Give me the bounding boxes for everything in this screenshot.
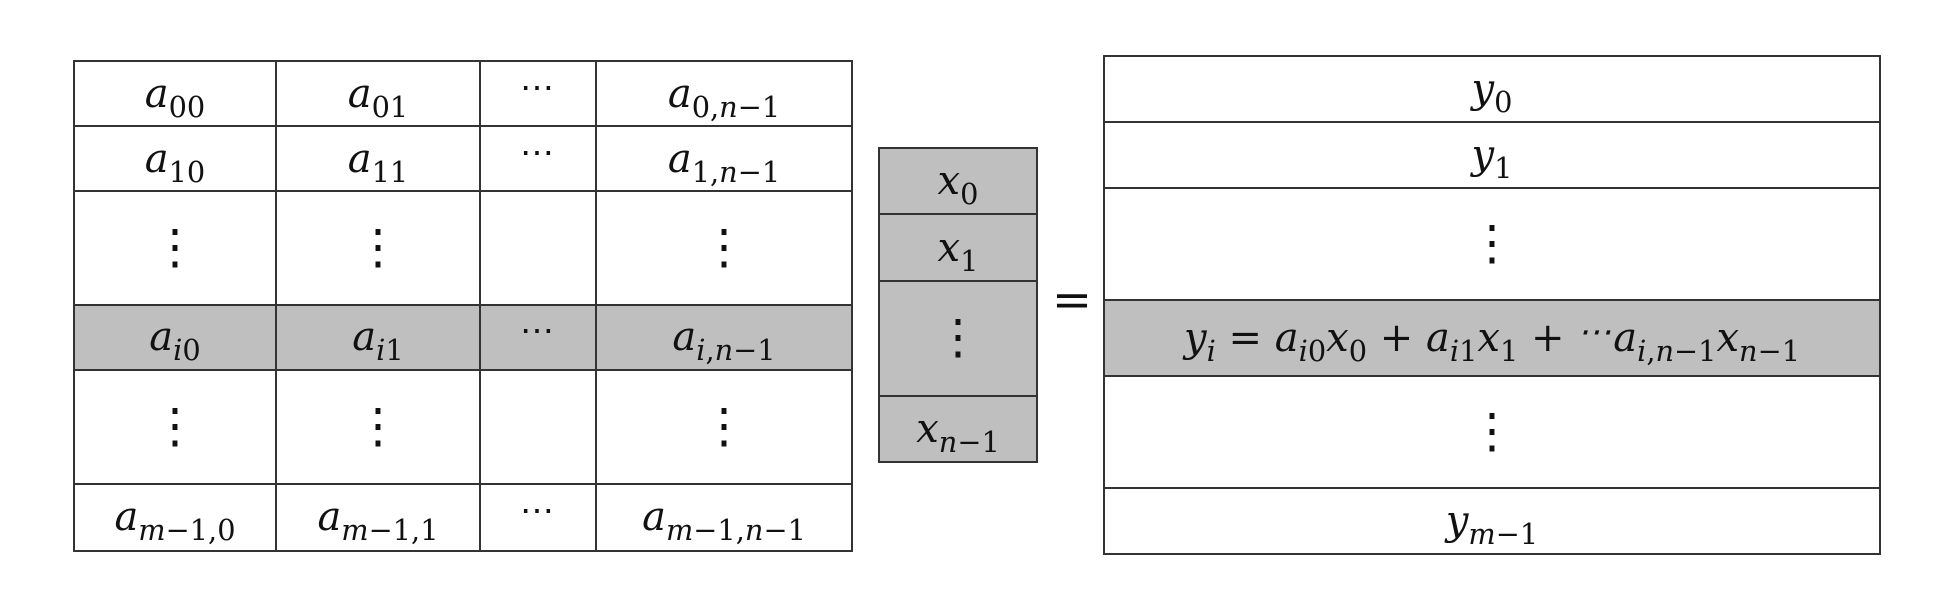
- matrix-a-cell-2-0: ⋮: [73, 190, 277, 306]
- matrix-a-cell-2-1: ⋮: [275, 190, 481, 306]
- vector-x-cell-1: x1: [878, 213, 1038, 282]
- matrix-a-cell-1-2: ⋯: [479, 125, 597, 193]
- matrix-a-cell-0-3: a0,n−1: [595, 59, 853, 128]
- vector-x-row-3: xn−1: [878, 394, 1038, 464]
- vector-y-cell-2: ⋮: [1103, 187, 1881, 301]
- vector-y-row-5: ym−1: [1103, 487, 1881, 555]
- vector-y-cell-1: y1: [1103, 121, 1881, 189]
- matrix-a-cell-3-1: ai1: [275, 303, 481, 371]
- matrix-a-cell-4-1: ⋮: [275, 368, 481, 485]
- vector-x-row-2: ⋮: [878, 279, 1038, 397]
- matrix-a-cell-4-0: ⋮: [73, 368, 277, 485]
- vector-x-cell-0: x0: [878, 146, 1038, 216]
- matrix-a-row-4: ⋮ ⋮ ⋮: [73, 368, 853, 485]
- matrix-a-cell-2-2: [479, 190, 597, 306]
- matrix-a-cell-3-3: ai,n−1: [595, 303, 853, 371]
- vector-y-cell-4: ⋮: [1103, 375, 1881, 489]
- matrix-a-cell-0-2: ⋯: [479, 59, 597, 128]
- matrix-a-cell-3-0: ai0: [73, 303, 277, 371]
- vector-y-row-highlighted: yi = ai0x0 + ai1x1 + ⋯ai,n−1xn−1: [1103, 299, 1881, 377]
- vector-y-row-4: ⋮: [1103, 375, 1881, 489]
- matrix-a-row-1: a10 a11 ⋯ a1,n−1: [73, 125, 853, 193]
- matrix-a-cell-2-3: ⋮: [595, 190, 853, 306]
- vector-x-cell-3: xn−1: [878, 394, 1038, 464]
- matrix-a-cell-5-1: am−1,1: [275, 482, 481, 553]
- equals-sign: =: [1051, 272, 1093, 328]
- matrix-a-cell-1-3: a1,n−1: [595, 125, 853, 193]
- matrix-a-cell-5-3: am−1,n−1: [595, 482, 853, 553]
- vector-y-cell-3: yi = ai0x0 + ai1x1 + ⋯ai,n−1xn−1: [1103, 299, 1881, 377]
- matrix-a-row-5: am−1,0 am−1,1 ⋯ am−1,n−1: [73, 482, 853, 553]
- matrix-a-cell-4-2: [479, 368, 597, 485]
- matrix-a-cell-3-2: ⋯: [479, 303, 597, 371]
- vector-y-row-0: y0: [1103, 55, 1881, 123]
- matrix-a: a00 a01 ⋯ a0,n−1 a10 a11 ⋯ a1,n−1 ⋮ ⋮ ⋮ …: [73, 59, 853, 553]
- vector-x-row-1: x1: [878, 213, 1038, 282]
- vector-y-row-1: y1: [1103, 121, 1881, 189]
- matrix-a-cell-0-1: a01: [275, 59, 481, 128]
- vector-y-cell-0: y0: [1103, 55, 1881, 123]
- matrix-a-row-highlighted: ai0 ai1 ⋯ ai,n−1: [73, 303, 853, 371]
- matrix-a-cell-4-3: ⋮: [595, 368, 853, 485]
- matrix-a-cell-1-1: a11: [275, 125, 481, 193]
- matrix-a-row-0: a00 a01 ⋯ a0,n−1: [73, 59, 853, 128]
- matrix-a-cell-5-2: ⋯: [479, 482, 597, 553]
- matrix-a-cell-5-0: am−1,0: [73, 482, 277, 553]
- matrix-a-row-2: ⋮ ⋮ ⋮: [73, 190, 853, 306]
- vector-y: y0 y1 ⋮ yi = ai0x0 + ai1x1 + ⋯ai,n−1xn−1…: [1103, 55, 1881, 555]
- vector-x: x0 x1 ⋮ xn−1: [878, 146, 1038, 464]
- vector-x-row-0: x0: [878, 146, 1038, 216]
- vector-y-cell-5: ym−1: [1103, 487, 1881, 555]
- matrix-a-cell-1-0: a10: [73, 125, 277, 193]
- vector-x-cell-2: ⋮: [878, 279, 1038, 397]
- matrix-a-cell-0-0: a00: [73, 59, 277, 128]
- vector-y-row-2: ⋮: [1103, 187, 1881, 301]
